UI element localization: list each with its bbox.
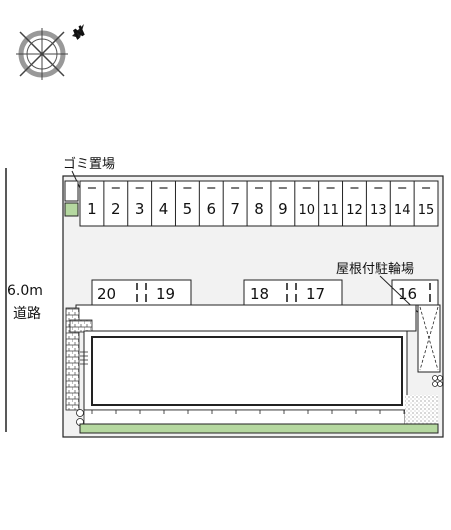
- gravel-area: [405, 395, 438, 424]
- compass-rose-icon: [16, 24, 84, 80]
- parking-space-7: 7: [230, 200, 240, 218]
- garbage-box: [64, 180, 79, 202]
- road-width-label: 6.0m: [7, 283, 43, 299]
- parking-space-19: 19: [156, 285, 175, 303]
- parking-space-6: 6: [206, 200, 216, 218]
- parking-space-13: 13: [370, 203, 387, 218]
- parking-space-5: 5: [183, 200, 193, 218]
- parking-divider-20-19: [136, 283, 147, 302]
- parking-space-1: 1: [87, 200, 97, 218]
- parking-space-17: 17: [306, 285, 325, 303]
- parking-space-20: 20: [97, 285, 116, 303]
- road-name-label: 道路: [13, 306, 41, 322]
- bicycle-shed-cross: [419, 306, 439, 371]
- building-inner: [91, 336, 403, 406]
- parking-divider-18-17: [286, 283, 297, 302]
- parking-pair-20-19: [91, 279, 192, 306]
- parking-space-4: 4: [159, 200, 169, 218]
- garbage-box-green: [64, 202, 79, 217]
- bicycle-icon: [432, 375, 443, 387]
- entrance-steps: [80, 351, 88, 365]
- green-strip: [79, 423, 439, 434]
- parking-space-12: 12: [346, 203, 363, 218]
- walkway-ticks: [91, 410, 405, 414]
- bicycle-leader-line: [379, 275, 425, 319]
- parking-space-9: 9: [278, 200, 288, 218]
- parking-space-14: 14: [394, 203, 411, 218]
- parking-space-10: 10: [298, 203, 315, 218]
- bicycle-parking-label: 屋根付駐輪場: [336, 261, 414, 277]
- parking-space-3: 3: [135, 200, 145, 218]
- parking-space-18: 18: [250, 285, 269, 303]
- building-outline: [75, 304, 417, 332]
- parking-space-15: 15: [418, 203, 435, 218]
- walkway: [83, 409, 406, 425]
- garbage-area-label: ゴミ置場: [63, 156, 115, 172]
- parking-space-8: 8: [254, 200, 264, 218]
- parking-space-11: 11: [322, 203, 339, 218]
- parking-space-16: 16: [398, 285, 417, 303]
- north-label: N: [70, 23, 89, 43]
- garbage-leader-line: [71, 170, 81, 189]
- parking-space-2: 2: [111, 200, 121, 218]
- brick-strip: [69, 319, 93, 333]
- brick-wall: [65, 307, 80, 411]
